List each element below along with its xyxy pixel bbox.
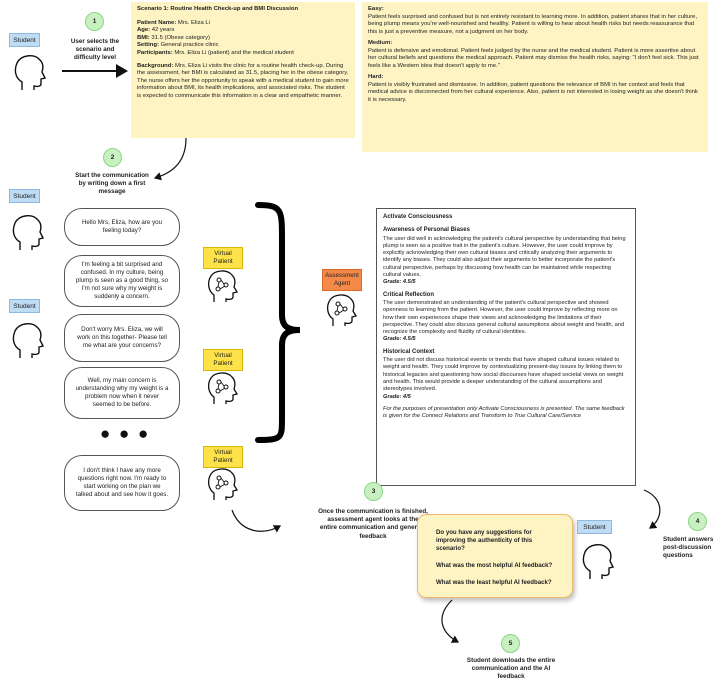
student-head-icon bbox=[12, 215, 44, 250]
difficulty-easy: Easy:Patient feels surprised and confuse… bbox=[368, 6, 698, 35]
student-label: Student bbox=[577, 520, 612, 534]
step-5-text: Student downloads the entire communicati… bbox=[466, 657, 556, 681]
step-4-marker: 4 bbox=[688, 512, 707, 531]
question-item: What was the least helpful AI feedback? bbox=[436, 579, 552, 586]
scenario-card: Scenario 1: Routine Health Check-up and … bbox=[131, 2, 355, 138]
question-item: Do you have any suggestions for improvin… bbox=[436, 529, 533, 552]
arrow-to-step3 bbox=[231, 509, 282, 533]
step-3-marker: 3 bbox=[364, 482, 383, 501]
patient-message-bubble: I don't think I have any more questions … bbox=[64, 455, 180, 511]
student-message-bubble: Don't worry Mrs. Eliza, we will work on … bbox=[64, 314, 180, 362]
scenario-field: Age: 42 years bbox=[137, 27, 175, 34]
robot-head-icon bbox=[326, 294, 358, 326]
feedback-footnote: For the purposes of presentation only Ac… bbox=[383, 405, 625, 420]
arrow-feedback-to-student bbox=[643, 489, 661, 529]
difficulty-hard: Hard:Patient is visibly frustrated and d… bbox=[368, 73, 698, 103]
student-head-icon bbox=[12, 323, 44, 358]
robot-head-icon bbox=[207, 372, 239, 404]
scenario-field: Patient Name: Mrs. Eliza Li bbox=[137, 19, 211, 26]
feedback-panel: Activate Consciousness Awareness of Pers… bbox=[376, 208, 636, 486]
robot-head-icon bbox=[207, 468, 239, 500]
robot-head-icon bbox=[207, 270, 239, 302]
student-message-bubble: Hello Mrs, Eliza, how are you feeling to… bbox=[64, 208, 180, 246]
student-label: Student bbox=[9, 299, 40, 313]
difficulty-card: Easy:Patient feels surprised and confuse… bbox=[362, 2, 708, 152]
feedback-section: Historical Context The user did not disc… bbox=[383, 348, 624, 400]
assessment-agent-label: Assessment Agent bbox=[322, 269, 362, 291]
student-label: Student bbox=[9, 33, 40, 47]
scenario-field: Setting: General practice clinic bbox=[137, 42, 219, 49]
question-item: What was the most helpful AI feedback? bbox=[436, 562, 553, 569]
curly-brace bbox=[255, 202, 301, 443]
patient-message-bubble: Well, my main concern is understanding w… bbox=[64, 367, 180, 419]
ellipsis-dots: ● ● ● bbox=[100, 424, 151, 443]
virtual-patient-label: Virtual Patient bbox=[203, 247, 243, 269]
difficulty-medium: Medium:Patient is defensive and emotiona… bbox=[368, 39, 699, 69]
arrow-questions-to-step5 bbox=[441, 599, 460, 643]
feedback-section: Awareness of Personal Biases The user di… bbox=[383, 227, 626, 286]
virtual-patient-label: Virtual Patient bbox=[203, 349, 243, 371]
student-head-icon bbox=[582, 544, 614, 579]
step-3-text: Once the communication is finished, asse… bbox=[318, 508, 428, 540]
step-4-text: Student answers post-discussion question… bbox=[663, 536, 714, 560]
virtual-patient-label: Virtual Patient bbox=[203, 446, 243, 468]
scenario-field: Participants: Mrs. Eliza Li (patient) an… bbox=[137, 49, 294, 56]
scenario-background: Background: Mrs. Eliza Li visits the cli… bbox=[137, 62, 349, 99]
step-1-marker: 1 bbox=[85, 12, 104, 31]
scenario-title: Scenario 1: Routine Health Check-up and … bbox=[137, 6, 299, 12]
post-discussion-questions-card: Do you have any suggestions for improvin… bbox=[417, 514, 573, 598]
student-head-icon bbox=[14, 55, 46, 90]
step-1-text: User selects the scenario and difficulty… bbox=[70, 38, 120, 62]
feedback-section: Critical Reflection The user demonstrate… bbox=[383, 291, 625, 343]
step-5-marker: 5 bbox=[501, 634, 520, 653]
student-label: Student bbox=[9, 189, 40, 203]
step-2-text: Start the communication by writing down … bbox=[75, 172, 149, 196]
step-2-marker: 2 bbox=[103, 148, 122, 167]
feedback-title: Activate Consciousness bbox=[383, 214, 453, 220]
arrow-scenario-to-step2 bbox=[153, 137, 187, 181]
scenario-field: BMI: 31.5 (Obese category) bbox=[137, 34, 211, 41]
patient-message-bubble: I'm feeling a bit surprised and confused… bbox=[64, 255, 180, 307]
